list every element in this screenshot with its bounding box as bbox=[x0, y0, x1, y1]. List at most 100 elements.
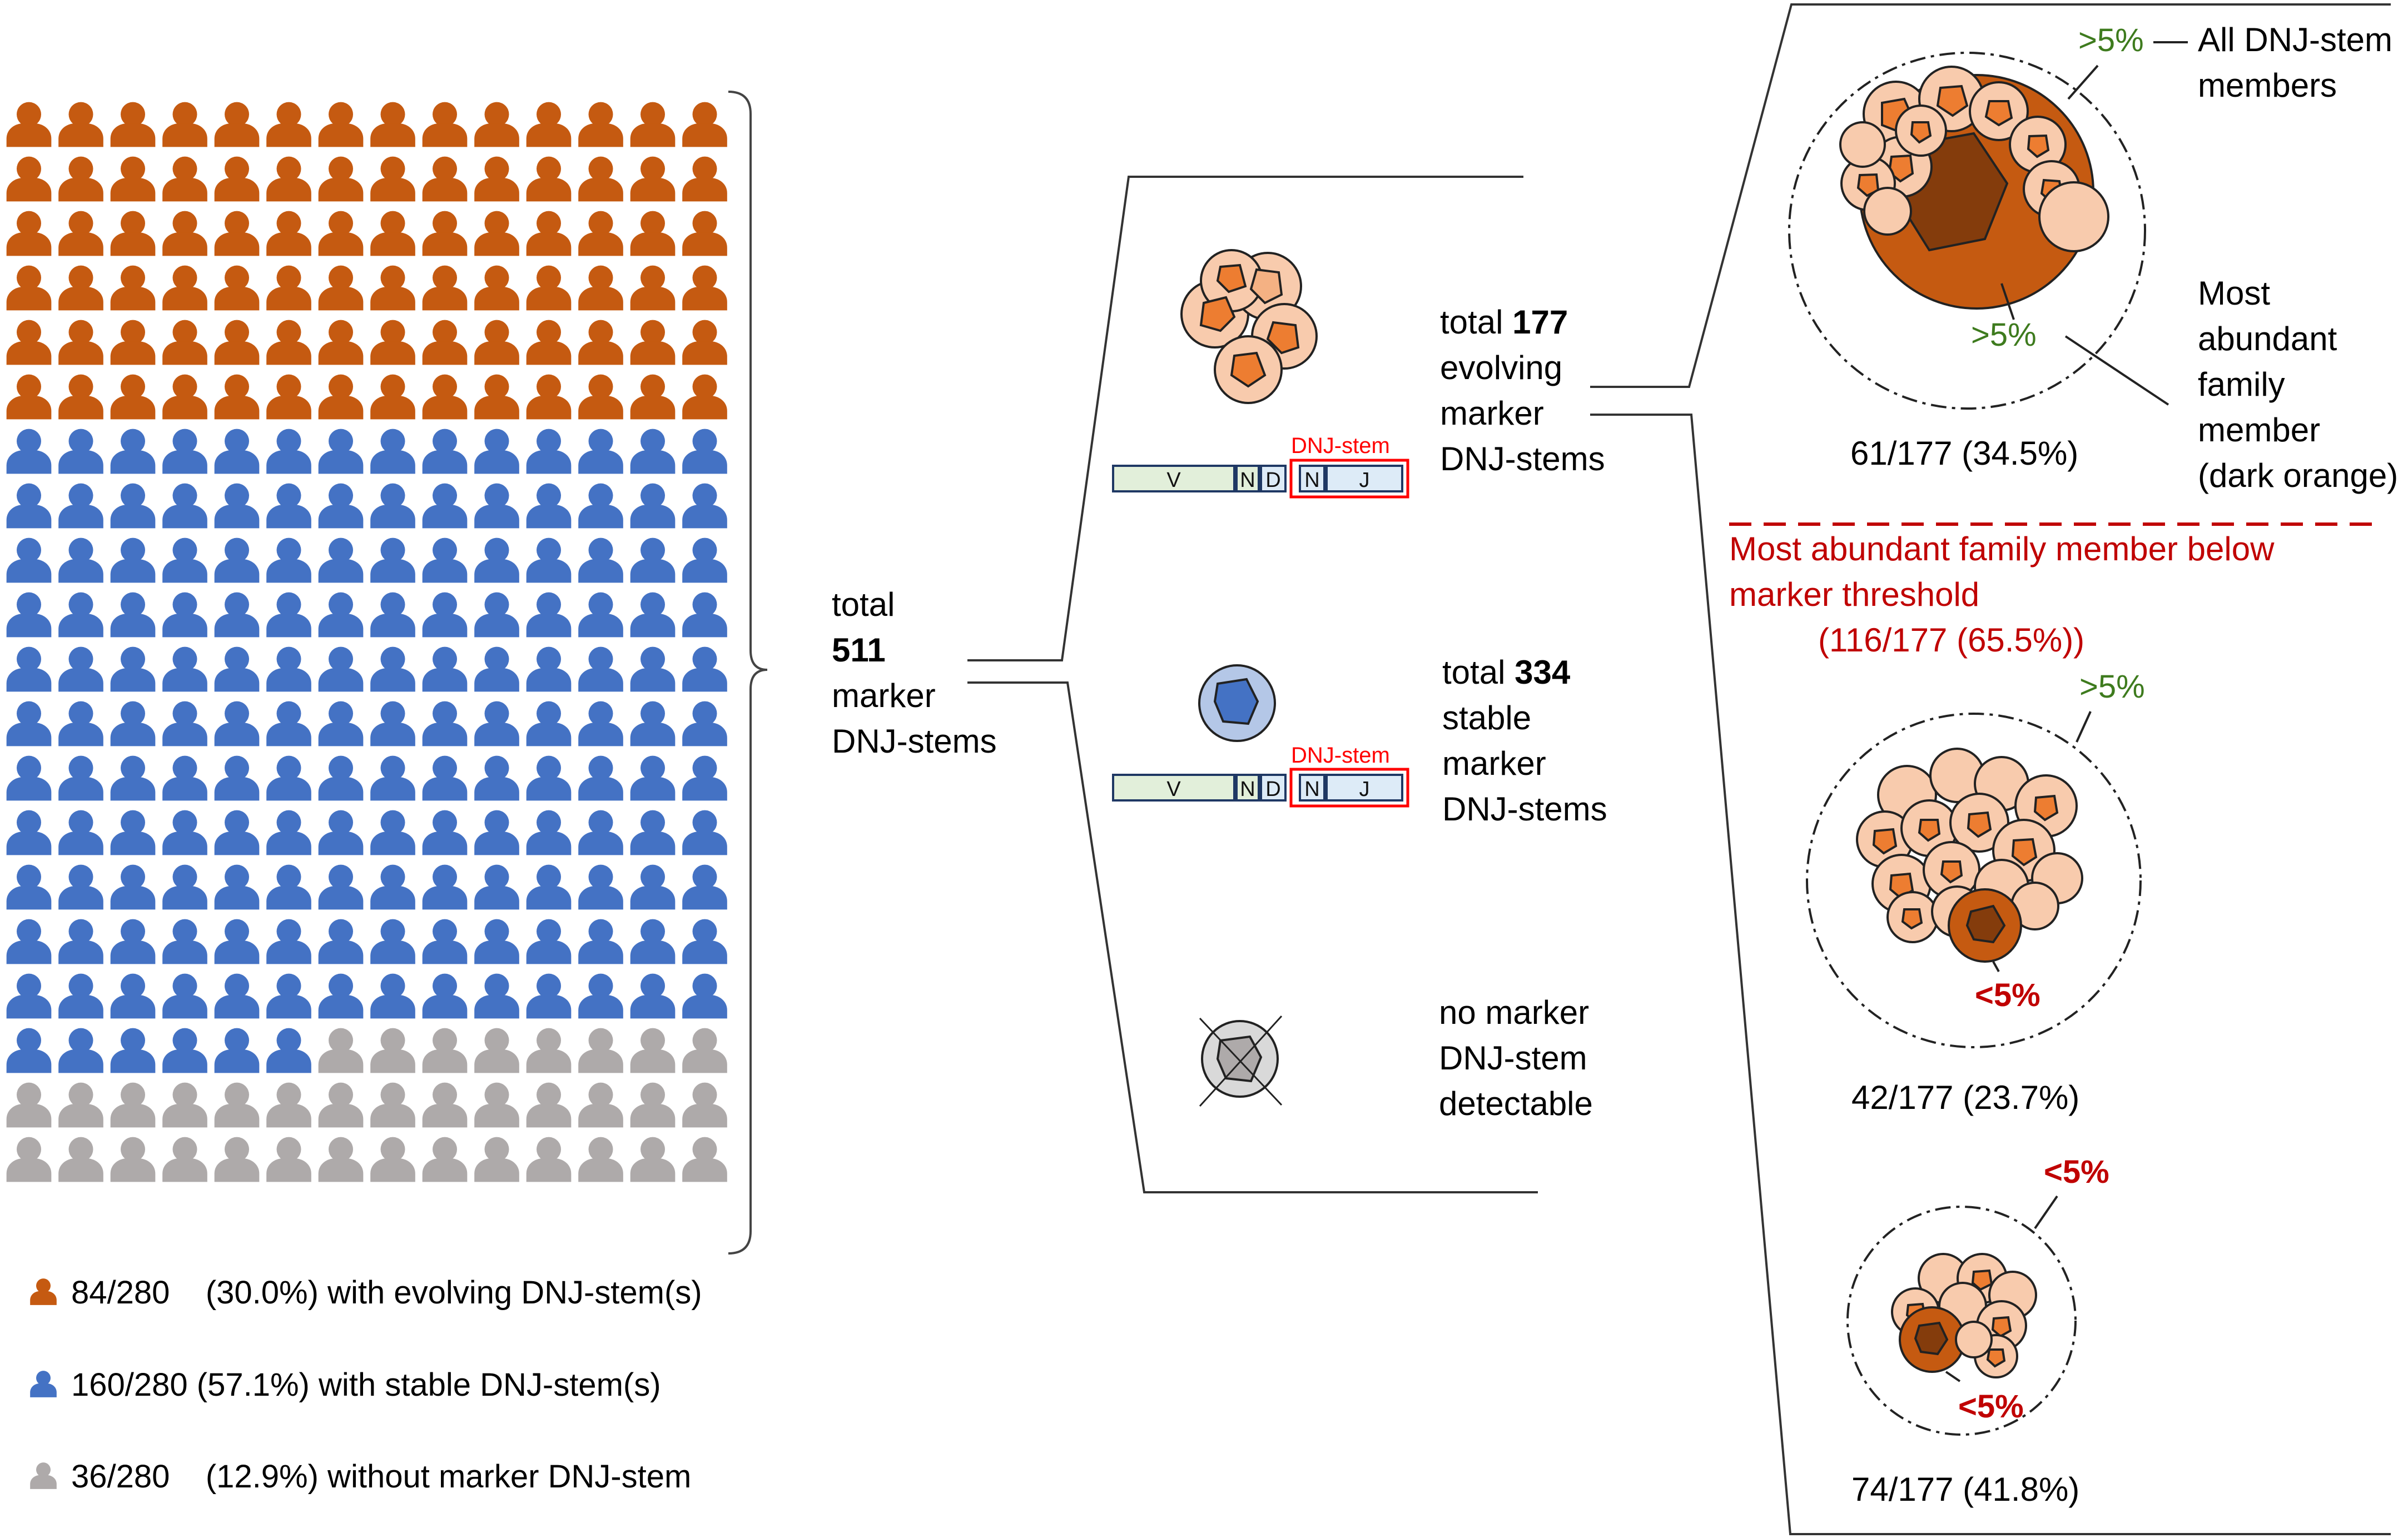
person-icon bbox=[162, 1137, 207, 1182]
person-icon bbox=[58, 429, 103, 474]
person-icon bbox=[162, 374, 207, 420]
person-icon bbox=[630, 265, 676, 311]
panel-below-threshold-a: >5% <5% 42/177 (23.7%) bbox=[1806, 669, 2145, 1116]
legend-most-abundant: Most abundant family member (dark orange… bbox=[2198, 275, 2398, 494]
panel-a-count: 61/177 (34.5%) bbox=[1850, 435, 2078, 472]
svg-text:DNJ-stem: DNJ-stem bbox=[1439, 1039, 1587, 1077]
person-icon bbox=[422, 592, 468, 638]
person-icon bbox=[6, 701, 52, 746]
person-icon bbox=[318, 864, 364, 910]
person-icon bbox=[266, 265, 311, 311]
person-icon bbox=[630, 646, 676, 692]
svg-text:N: N bbox=[1240, 778, 1255, 801]
panel-c-count: 74/177 (41.8%) bbox=[1851, 1471, 2079, 1508]
stable-branch-label: total 334 stable marker DNJ-stems bbox=[1442, 654, 1607, 828]
person-icon bbox=[422, 211, 468, 256]
patient-grid-brace bbox=[728, 91, 768, 1255]
person-icon bbox=[58, 755, 103, 801]
person-icon bbox=[58, 102, 103, 147]
person-icon bbox=[6, 320, 52, 365]
person-icon bbox=[526, 265, 572, 311]
person-icon bbox=[214, 592, 260, 638]
person-icon bbox=[474, 211, 519, 256]
person-icon bbox=[318, 102, 364, 147]
svg-text:marker: marker bbox=[1442, 745, 1546, 782]
person-icon bbox=[110, 810, 156, 855]
person-icon bbox=[578, 1082, 623, 1128]
svg-text:V: V bbox=[1166, 469, 1181, 492]
person-icon bbox=[682, 102, 727, 147]
person-icon bbox=[630, 320, 676, 365]
legend-label-none: 36/280 (12.9%) without marker DNJ-stem bbox=[71, 1459, 691, 1495]
person-icon bbox=[370, 429, 415, 474]
tree-connectors bbox=[967, 3, 2391, 1535]
person-icon bbox=[422, 1137, 468, 1182]
threshold-caption: Most abundant family member below marker… bbox=[1729, 530, 2275, 659]
person-icon bbox=[422, 864, 468, 910]
person-icon bbox=[578, 483, 623, 529]
svg-text:evolving: evolving bbox=[1440, 349, 1562, 386]
person-icon bbox=[526, 1137, 572, 1182]
person-icon bbox=[214, 1082, 260, 1128]
person-icon bbox=[682, 537, 727, 583]
person-icon bbox=[630, 156, 676, 202]
legend-all-members: All DNJ-stem members bbox=[2198, 21, 2392, 104]
person-icon bbox=[110, 211, 156, 256]
person-icon bbox=[474, 1137, 519, 1182]
person-icon bbox=[266, 646, 311, 692]
person-icon bbox=[630, 1137, 676, 1182]
person-icon bbox=[526, 156, 572, 202]
person-icon bbox=[422, 755, 468, 801]
person-icon bbox=[318, 973, 364, 1019]
person-icon bbox=[422, 483, 468, 529]
person-icon bbox=[526, 810, 572, 855]
person-icon bbox=[266, 156, 311, 202]
person-icon bbox=[162, 864, 207, 910]
person-icon bbox=[30, 1371, 57, 1397]
person-icon bbox=[578, 810, 623, 855]
person-icon bbox=[6, 864, 52, 910]
person-icon bbox=[474, 429, 519, 474]
panel-b-count: 42/177 (23.7%) bbox=[1851, 1079, 2079, 1116]
person-icon bbox=[630, 919, 676, 964]
person-icon bbox=[266, 320, 311, 365]
dnj-family-boundary bbox=[1806, 713, 2142, 1048]
person-icon bbox=[214, 102, 260, 147]
person-icon bbox=[630, 429, 676, 474]
no-marker-icon bbox=[1199, 1015, 1283, 1107]
person-icon bbox=[682, 864, 727, 910]
person-icon bbox=[110, 973, 156, 1019]
person-icon bbox=[682, 483, 727, 529]
person-icon bbox=[578, 374, 623, 420]
root-total-label: total 511 marker DNJ-stems bbox=[832, 586, 997, 760]
none-branch-label: no marker DNJ-stem detectable bbox=[1439, 994, 1593, 1122]
svg-text:DNJ-stems: DNJ-stems bbox=[1442, 790, 1607, 828]
person-icon bbox=[422, 156, 468, 202]
person-icon bbox=[110, 265, 156, 311]
person-icon bbox=[630, 755, 676, 801]
percent-above-label: >5% bbox=[2078, 22, 2144, 58]
person-icon bbox=[474, 537, 519, 583]
person-icon bbox=[370, 1082, 415, 1128]
person-icon bbox=[578, 1028, 623, 1073]
person-icon bbox=[526, 483, 572, 529]
person-icon bbox=[162, 429, 207, 474]
patient-icon-grid bbox=[6, 102, 727, 1182]
svg-text:DNJ-stems: DNJ-stems bbox=[1440, 440, 1605, 477]
person-icon bbox=[422, 973, 468, 1019]
svg-text:N: N bbox=[1240, 469, 1255, 492]
person-icon bbox=[58, 1082, 103, 1128]
person-icon bbox=[422, 701, 468, 746]
person-icon bbox=[214, 864, 260, 910]
person-icon bbox=[162, 701, 207, 746]
percent-below-label: <5% bbox=[1975, 977, 2040, 1013]
svg-text:V: V bbox=[1166, 778, 1181, 801]
person-icon bbox=[318, 810, 364, 855]
svg-text:N: N bbox=[1304, 469, 1319, 492]
person-icon bbox=[58, 483, 103, 529]
person-icon bbox=[422, 320, 468, 365]
person-icon bbox=[6, 592, 52, 638]
dnj-stem-box bbox=[1289, 768, 1409, 808]
person-icon bbox=[422, 374, 468, 420]
person-icon bbox=[422, 1028, 468, 1073]
